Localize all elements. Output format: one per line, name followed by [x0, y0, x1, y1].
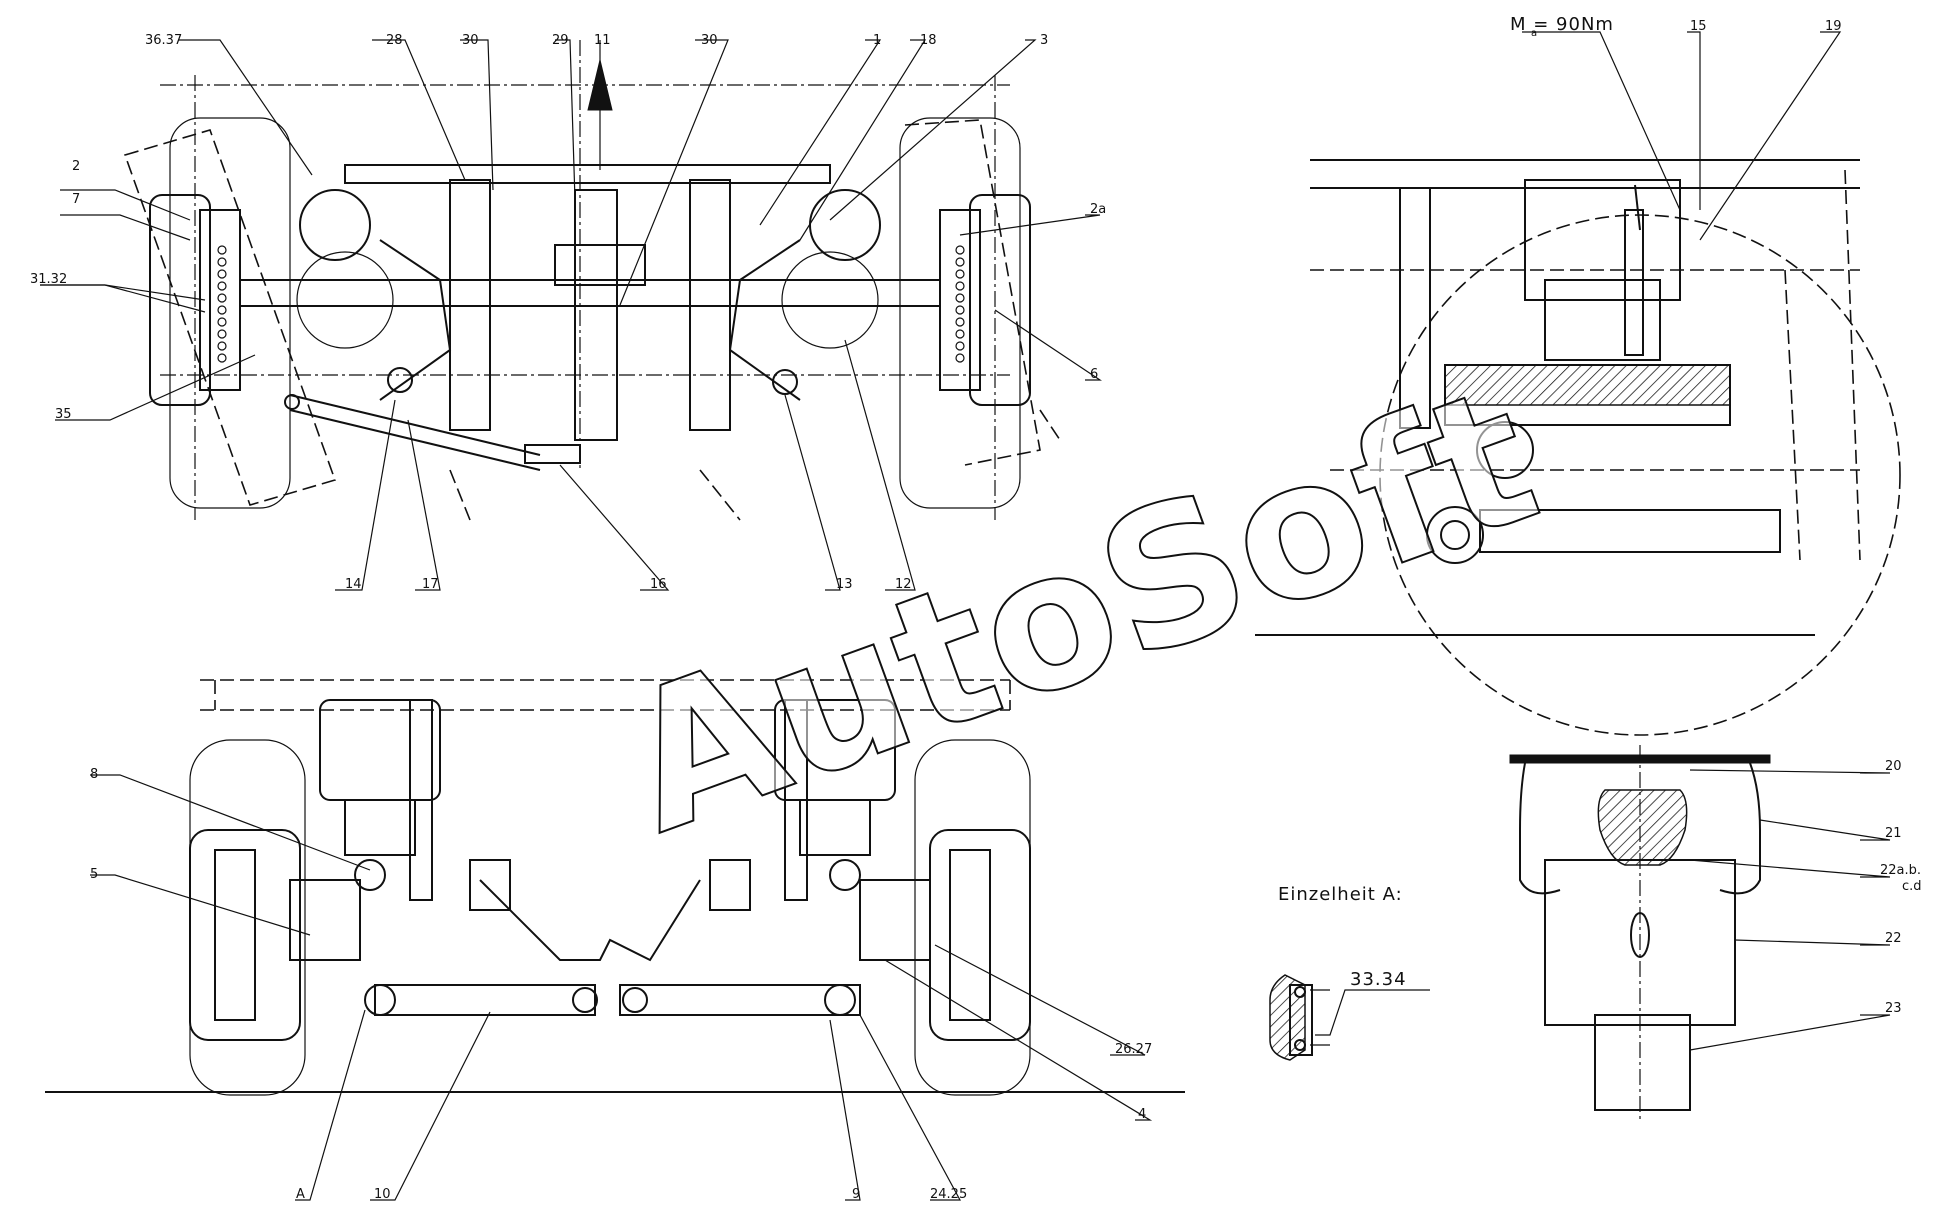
callout-8: 8 [90, 767, 98, 782]
callout-9: 9 [852, 1187, 860, 1202]
detail-circle [1379, 214, 1901, 736]
callout-16: 16 [650, 577, 667, 592]
callout-2: 2 [72, 159, 80, 174]
callout-22a: 22a.b. [1880, 863, 1921, 878]
leader-lines [40, 31, 1891, 1201]
side-view [1255, 159, 1901, 736]
detail-title: Einzelheit A: [1278, 884, 1403, 905]
callout-30-right: 30 [701, 33, 718, 48]
torque-label: M = 90Nm [1510, 14, 1614, 35]
detail-a [1269, 974, 1330, 1061]
callout-23: 23 [1885, 1001, 1902, 1016]
callout-18: 18 [920, 33, 937, 48]
top-view [123, 40, 1061, 521]
callout-21: 21 [1885, 826, 1902, 841]
callout-15: 15 [1690, 19, 1707, 34]
callout-22: 22 [1885, 931, 1902, 946]
callout-14: 14 [345, 577, 362, 592]
callout-24-25: 24.25 [930, 1187, 967, 1202]
callout-30-left: 30 [462, 33, 479, 48]
callout-4: 4 [1138, 1107, 1146, 1122]
bolt-row-left [217, 245, 227, 363]
callout-12: 12 [895, 577, 912, 592]
callout-3: 3 [1040, 33, 1048, 48]
callout-10: 10 [374, 1187, 391, 1202]
callout-19: 19 [1825, 19, 1842, 34]
bolt-row-right [955, 245, 965, 363]
callout-2a: 2a [1090, 202, 1106, 217]
callout-28: 28 [386, 33, 403, 48]
callout-26-27: 26.27 [1115, 1042, 1152, 1057]
callout-11: 11 [594, 33, 611, 48]
callout-33-34: 33.34 [1350, 969, 1407, 990]
callout-29: 29 [552, 33, 569, 48]
watermark: AutoSoft [599, 345, 1562, 876]
callout-22a-cont: c.d [1902, 879, 1922, 894]
callout-A: A [296, 1187, 305, 1202]
callout-6: 6 [1090, 367, 1098, 382]
callout-35: 35 [55, 407, 72, 422]
torque-subscript: a [1531, 28, 1537, 39]
callout-36-37: 36.37 [145, 33, 182, 48]
front-view [45, 679, 1185, 1096]
callout-7: 7 [72, 192, 80, 207]
callout-5: 5 [90, 867, 98, 882]
air-spring-section [1509, 745, 1771, 1120]
callout-17: 17 [422, 577, 439, 592]
callout-20: 20 [1885, 759, 1902, 774]
callout-31-32: 31.32 [30, 272, 67, 287]
callout-13: 13 [836, 577, 853, 592]
callout-labels: 36.37 28 30 29 11 30 1 18 3 2 7 31.32 35… [30, 14, 1922, 1202]
callout-1: 1 [873, 33, 881, 48]
